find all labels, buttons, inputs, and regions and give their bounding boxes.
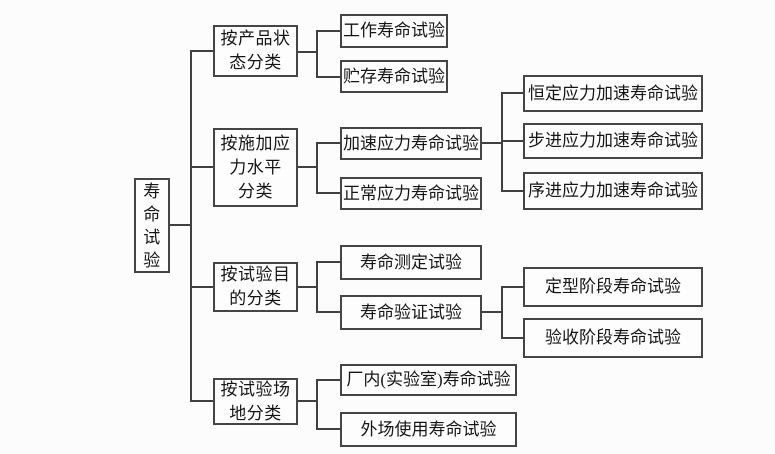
node-step-stress-accelerated: 步进应力加速寿命试验 xyxy=(523,123,703,159)
connector-verify-child2 xyxy=(502,337,523,339)
connector-trunk-cat4 xyxy=(191,400,213,402)
connector-fork3-child1 xyxy=(317,261,340,263)
category-box-test-purpose: 按试验目 的分类 xyxy=(213,262,298,312)
connector-accel-child2 xyxy=(502,140,523,142)
connector-cat2-fork xyxy=(298,166,317,168)
connector-fork2-child2 xyxy=(317,192,340,194)
connector-main-trunk xyxy=(190,50,192,402)
fork-accel xyxy=(501,92,503,192)
connector-fork2-child1 xyxy=(317,142,340,144)
node-acceptance-stage-life-test: 验收阶段寿命试验 xyxy=(523,318,703,358)
connector-fork1-child1 xyxy=(317,30,340,32)
node-working-life-test: 工作寿命试验 xyxy=(340,14,448,48)
fork-cat3 xyxy=(316,261,318,313)
connector-trunk-cat2 xyxy=(191,166,213,168)
category-box-test-site: 按试验场 地分类 xyxy=(213,378,298,425)
node-accelerated-stress-life-test: 加速应力寿命试验 xyxy=(340,127,482,160)
root-node-life-test: 寿 命 试 验 xyxy=(134,178,170,273)
fork-verify xyxy=(501,286,503,339)
connector-fork3-child2 xyxy=(317,311,340,313)
node-life-verification-test: 寿命验证试验 xyxy=(340,295,482,330)
node-finalization-stage-life-test: 定型阶段寿命试验 xyxy=(523,267,703,307)
category-box-stress-level: 按施加应 力水平 分类 xyxy=(213,128,298,207)
connector-accel-child1 xyxy=(502,92,523,94)
connector-trunk-cat3 xyxy=(191,286,213,288)
node-constant-stress-accelerated: 恒定应力加速寿命试验 xyxy=(523,75,703,112)
fork-cat2 xyxy=(316,142,318,194)
connector-fork1-child2 xyxy=(317,76,340,78)
connector-trunk-cat1 xyxy=(191,50,213,52)
connector-cat1-fork xyxy=(298,51,317,53)
node-factory-lab-life-test: 厂内(实验室)寿命试验 xyxy=(340,364,517,396)
connector-verify-fork xyxy=(482,311,502,313)
node-storage-life-test: 贮存寿命试验 xyxy=(340,60,448,93)
node-life-measurement-test: 寿命测定试验 xyxy=(340,245,482,280)
connector-cat3-fork xyxy=(298,286,317,288)
node-normal-stress-life-test: 正常应力寿命试验 xyxy=(340,177,482,210)
node-progressive-stress-accelerated: 序进应力加速寿命试验 xyxy=(523,172,703,210)
connector-fork4-child1 xyxy=(317,379,340,381)
connector-accel-child3 xyxy=(502,190,523,192)
fork-cat1 xyxy=(316,30,318,78)
category-box-product-state: 按产品状 态分类 xyxy=(213,25,298,77)
connector-root-trunk xyxy=(170,224,191,226)
fork-cat4 xyxy=(316,379,318,430)
connector-accel-fork xyxy=(482,142,502,144)
connector-fork4-child2 xyxy=(317,428,340,430)
node-field-use-life-test: 外场使用寿命试验 xyxy=(340,412,517,447)
connector-cat4-fork xyxy=(298,400,317,402)
connector-verify-child1 xyxy=(502,286,523,288)
